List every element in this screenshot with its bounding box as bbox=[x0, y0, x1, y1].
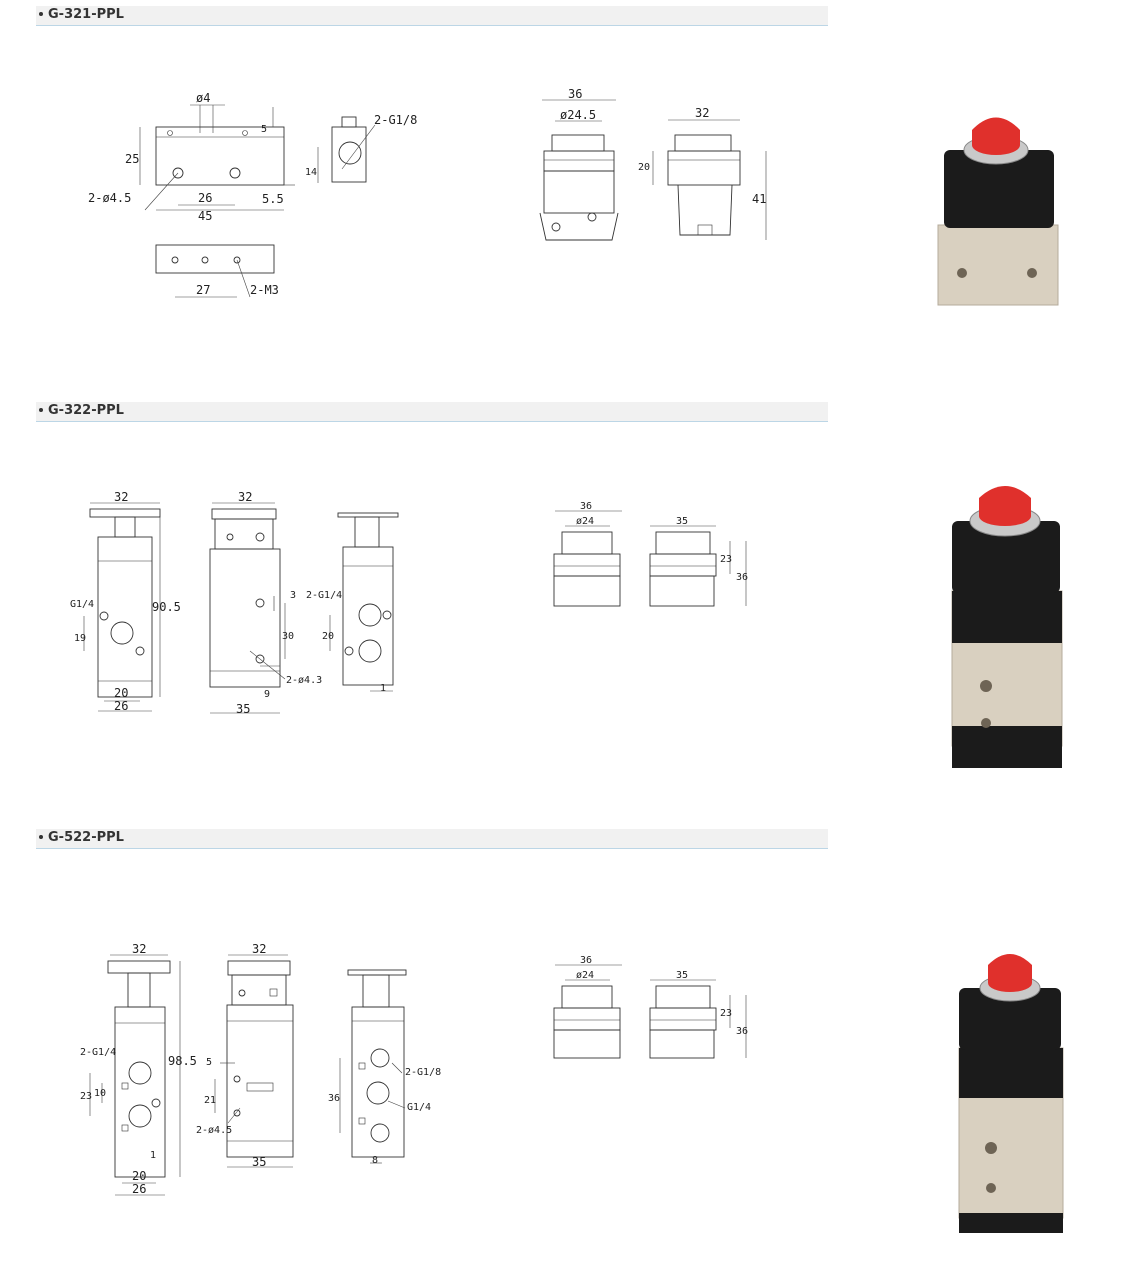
dim-label: 2-M3 bbox=[250, 283, 279, 297]
section-title: G-321-PPL bbox=[48, 7, 124, 22]
product-photo bbox=[958, 954, 1064, 1233]
drawing-button-views: 36 ø24.5 32 20 41 bbox=[539, 87, 766, 241]
dim-label: 10 bbox=[94, 1088, 106, 1099]
dim-label: G1/4 bbox=[70, 599, 94, 610]
dim-label: 36 bbox=[328, 1093, 340, 1104]
dim-label: 27 bbox=[196, 283, 210, 297]
dim-label: 36 bbox=[736, 572, 748, 583]
section-title: G-322-PPL bbox=[48, 403, 124, 418]
dim-label: ø24 bbox=[576, 970, 594, 981]
dim-label: 19 bbox=[74, 633, 86, 644]
dim-label: 2-ø4.5 bbox=[88, 191, 131, 205]
dim-label: 36 bbox=[580, 501, 592, 512]
dim-label: 9 bbox=[264, 689, 270, 700]
product-photo bbox=[951, 486, 1063, 768]
drawing-three-views: 32 98.5 2-G1/4 23 10 1 20 26 32 5 21 bbox=[80, 942, 441, 1196]
dim-label: 23 bbox=[720, 554, 732, 565]
dim-label: 35 bbox=[676, 970, 688, 981]
dim-label: 36 bbox=[580, 955, 592, 966]
dim-label: G1/4 bbox=[407, 1102, 431, 1113]
dim-label: ø24.5 bbox=[560, 108, 596, 122]
dim-label: 20 bbox=[132, 1169, 146, 1183]
dim-label: 2-ø4.5 bbox=[196, 1125, 232, 1136]
dim-label: 23 bbox=[720, 1008, 732, 1019]
drawing-button-views: 36 ø24 35 23 36 bbox=[553, 501, 748, 607]
dim-label: 20 bbox=[114, 686, 128, 700]
dim-label: 26 bbox=[132, 1182, 146, 1196]
dim-label: 32 bbox=[132, 942, 146, 956]
dim-label: 36 bbox=[736, 1026, 748, 1037]
dim-label: 98.5 bbox=[168, 1054, 197, 1068]
bullet-icon bbox=[39, 835, 43, 839]
dim-label: 5 bbox=[206, 1057, 212, 1068]
dim-label: 23 bbox=[80, 1091, 92, 1102]
dim-label: 90.5 bbox=[152, 600, 181, 614]
dim-label: 5 bbox=[261, 124, 267, 135]
dim-label: 36 bbox=[568, 87, 582, 101]
dim-label: 14 bbox=[305, 167, 317, 178]
dim-label: 20 bbox=[322, 631, 334, 642]
dim-label: 41 bbox=[752, 192, 766, 206]
product-photo bbox=[937, 117, 1059, 306]
drawing-three-views: 32 90.5 G1/4 19 20 26 32 3 30 2-ø4.3 9 3 bbox=[70, 490, 399, 716]
dim-label: ø24 bbox=[576, 516, 594, 527]
dim-label: 26 bbox=[198, 191, 212, 205]
dim-label: 30 bbox=[282, 631, 294, 642]
dim-label: 32 bbox=[252, 942, 266, 956]
drawing-front-view: ø4 5 25 2-ø4.5 26 45 5.5 27 2-M3 14 2-G1… bbox=[88, 91, 417, 298]
dim-label: 1 bbox=[150, 1150, 156, 1161]
section-header: G-321-PPL bbox=[36, 6, 828, 26]
dim-label: 26 bbox=[114, 699, 128, 713]
bullet-icon bbox=[39, 12, 43, 16]
section-g-522-ppl: G-522-PPL 32 98.5 2-G1/4 23 10 1 20 26 3… bbox=[0, 823, 1126, 1265]
dim-label: 1 bbox=[380, 683, 386, 694]
section-title: G-522-PPL bbox=[48, 830, 124, 845]
dim-label: 2-G1/4 bbox=[306, 590, 342, 601]
dim-label: 2-G1/4 bbox=[80, 1047, 116, 1058]
dim-label: ø4 bbox=[196, 91, 210, 105]
dim-label: 2-G1/8 bbox=[405, 1067, 441, 1078]
dim-label: 25 bbox=[125, 152, 139, 166]
dim-label: 2-ø4.3 bbox=[286, 675, 322, 686]
dim-label: 35 bbox=[676, 516, 688, 527]
dim-label: 3 bbox=[290, 590, 296, 601]
drawing-button-views: 36 ø24 35 23 36 bbox=[553, 955, 748, 1059]
dim-label: 5.5 bbox=[262, 192, 284, 206]
section-header: G-522-PPL bbox=[36, 829, 828, 849]
bullet-icon bbox=[39, 408, 43, 412]
dim-label: 8 bbox=[372, 1155, 378, 1166]
section-header: G-322-PPL bbox=[36, 402, 828, 422]
dim-label: 20 bbox=[638, 162, 650, 173]
dim-label: 32 bbox=[238, 490, 252, 504]
dim-label: 32 bbox=[114, 490, 128, 504]
section-g-322-ppl: G-322-PPL 32 90.5 G1/4 19 20 26 32 3 30 bbox=[0, 396, 1126, 821]
dim-label: 45 bbox=[198, 209, 212, 223]
section-g-321-ppl: G-321-PPL ø4 5 25 2-ø4.5 26 45 5.5 27 2-… bbox=[0, 0, 1126, 395]
dim-label: 2-G1/8 bbox=[374, 113, 417, 127]
dim-label: 21 bbox=[204, 1095, 216, 1106]
dim-label: 32 bbox=[695, 106, 709, 120]
dim-label: 35 bbox=[236, 702, 250, 716]
dim-label: 35 bbox=[252, 1155, 266, 1169]
